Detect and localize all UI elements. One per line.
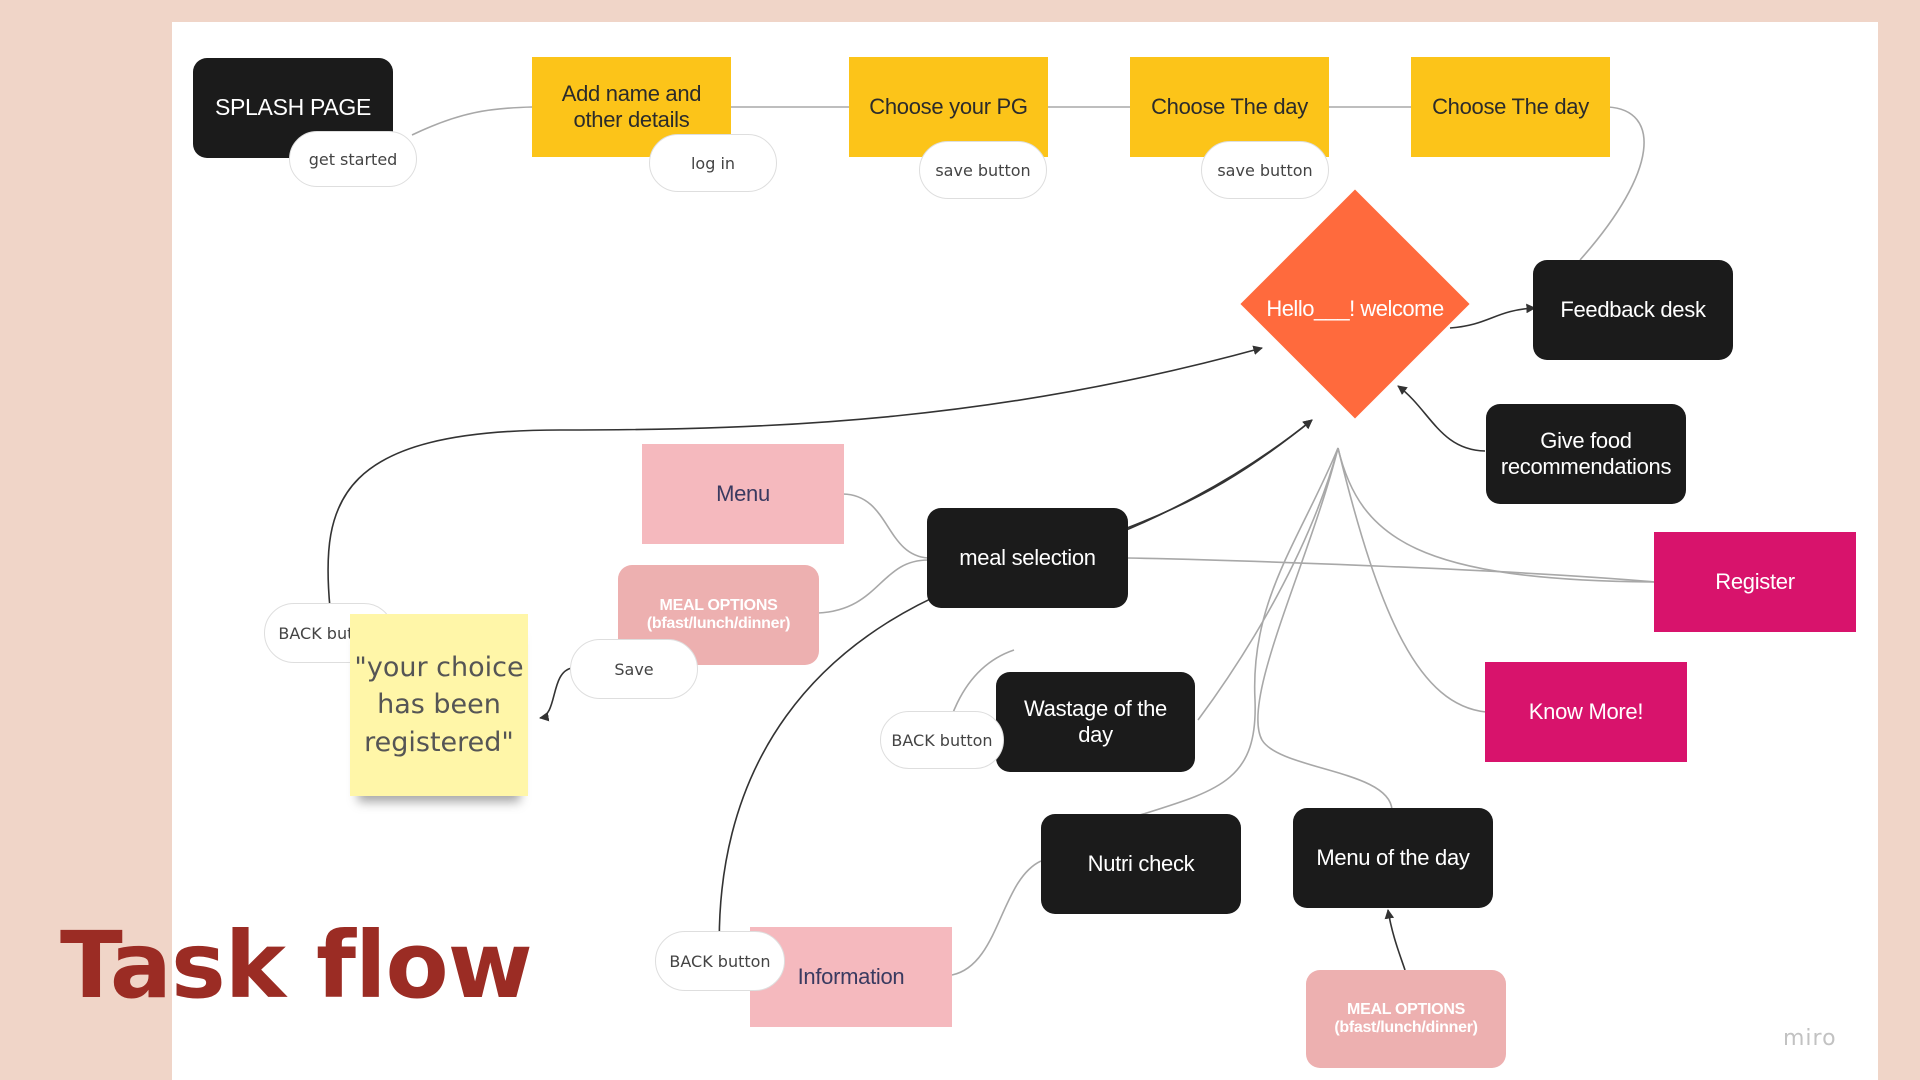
confirmation-sticky-note: "your choice has been registered" [350, 614, 528, 796]
back-button-pill-3[interactable]: BACK button [655, 931, 785, 991]
meal-options-node-2[interactable]: MEAL OPTIONS (bfast/lunch/dinner) [1306, 970, 1506, 1068]
log-in-pill[interactable]: log in [649, 134, 777, 192]
choose-day-node-1[interactable]: Choose The day [1130, 57, 1329, 157]
splash-page-node[interactable]: SPLASH PAGE [193, 58, 393, 158]
feedback-desk-node[interactable]: Feedback desk [1533, 260, 1733, 360]
save-pill[interactable]: Save [570, 639, 698, 699]
choose-pg-node[interactable]: Choose your PG [849, 57, 1048, 157]
welcome-diamond-label: Hello___! welcome [1266, 296, 1444, 321]
wastage-node[interactable]: Wastage of the day [996, 672, 1195, 772]
menu-of-the-day-node[interactable]: Menu of the day [1293, 808, 1493, 908]
miro-watermark: miro [1783, 1026, 1837, 1051]
add-details-node[interactable]: Add name and other details [532, 57, 731, 157]
meal-selection-node[interactable]: meal selection [927, 508, 1128, 608]
back-button-pill-2[interactable]: BACK button [880, 711, 1004, 769]
menu-node[interactable]: Menu [642, 444, 844, 544]
information-node[interactable]: Information [750, 927, 952, 1027]
register-button-node[interactable]: Register [1654, 532, 1856, 632]
get-started-pill[interactable]: get started [289, 131, 417, 187]
nutri-check-node[interactable]: Nutri check [1041, 814, 1241, 914]
save-button-pill-2[interactable]: save button [1201, 141, 1329, 199]
choose-day-node-2[interactable]: Choose The day [1411, 57, 1610, 157]
food-recommendations-node[interactable]: Give food recommendations [1486, 404, 1686, 504]
slide-title: Task flow [60, 912, 533, 1019]
know-more-button-node[interactable]: Know More! [1485, 662, 1687, 762]
save-button-pill-1[interactable]: save button [919, 141, 1047, 199]
